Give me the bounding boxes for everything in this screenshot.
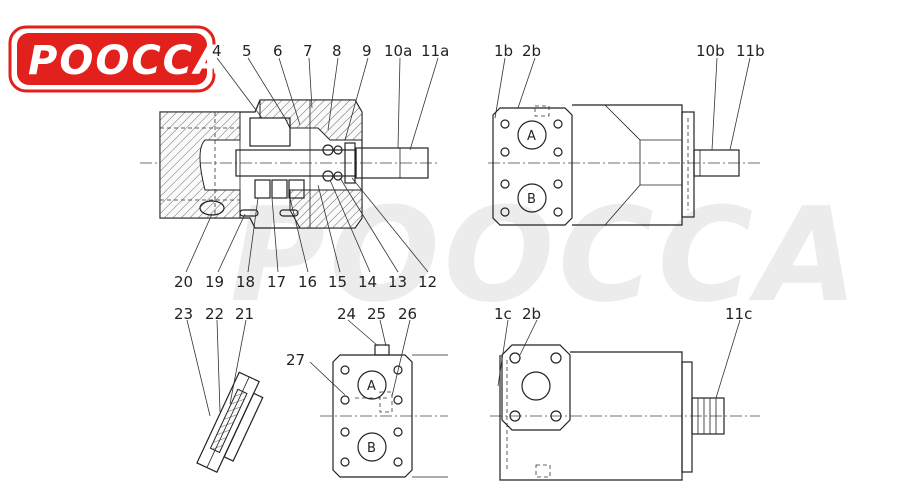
label-8: 8 xyxy=(332,42,342,60)
label-15: 15 xyxy=(328,273,347,291)
label-7: 7 xyxy=(303,42,313,60)
brand-logo: POOCCA xyxy=(8,25,227,93)
port-b-top: B xyxy=(527,192,536,207)
label-11b: 11b xyxy=(736,42,765,60)
label-20: 20 xyxy=(174,273,193,291)
valve-detail-bottom-left xyxy=(196,371,264,473)
label-16: 16 xyxy=(298,273,317,291)
label-22: 22 xyxy=(205,305,224,323)
label-25: 25 xyxy=(367,305,386,323)
end-view-bottom-middle: A B xyxy=(320,344,448,478)
logo-text: POOCCA xyxy=(28,38,227,84)
label-11a: 11a xyxy=(421,42,449,60)
label-2b-top: 2b xyxy=(522,42,541,60)
labels-top-right: 1b 2b 10b 11b xyxy=(494,42,765,60)
label-21: 21 xyxy=(235,305,254,323)
labels-bottom-left-small: 23 22 21 xyxy=(174,305,254,323)
label-1b: 1b xyxy=(494,42,513,60)
label-12: 12 xyxy=(418,273,437,291)
leaders-bottom-right xyxy=(497,319,741,399)
label-4: 4 xyxy=(212,42,222,60)
port-a-bottom: A xyxy=(367,379,376,394)
labels-bottom-right: 1c 2b 11c xyxy=(494,305,752,323)
label-17: 17 xyxy=(267,273,286,291)
leaders-top-right xyxy=(494,57,751,151)
label-27: 27 xyxy=(286,351,305,369)
label-24: 24 xyxy=(337,305,356,323)
label-1c: 1c xyxy=(494,305,512,323)
leaders-bottom-left-small xyxy=(186,319,247,417)
port-b-bottom: B xyxy=(367,441,376,456)
port-a-top: A xyxy=(527,129,536,144)
label-18: 18 xyxy=(236,273,255,291)
label-19: 19 xyxy=(205,273,224,291)
label-5: 5 xyxy=(242,42,252,60)
label-13: 13 xyxy=(388,273,407,291)
leaders-top-left xyxy=(185,57,439,273)
label-9: 9 xyxy=(362,42,372,60)
label-10b: 10b xyxy=(696,42,725,60)
label-10a: 10a xyxy=(384,42,412,60)
leaders-bottom-middle xyxy=(309,319,411,397)
label-2b-bottom: 2b xyxy=(522,305,541,323)
label-14: 14 xyxy=(358,273,377,291)
labels-top-left: 4 5 6 7 8 9 10a 11a xyxy=(212,42,449,60)
labels-bottom-middle: 24 25 26 27 xyxy=(286,305,417,369)
label-11c: 11c xyxy=(725,305,752,323)
labels-bottom-left: 20 19 18 17 16 15 14 13 12 xyxy=(174,273,437,291)
label-23: 23 xyxy=(174,305,193,323)
section-view-top-left xyxy=(140,99,440,229)
label-26: 26 xyxy=(398,305,417,323)
side-view-top-right: A B xyxy=(488,104,760,226)
label-6: 6 xyxy=(273,42,283,60)
side-view-bottom-right xyxy=(490,344,760,481)
